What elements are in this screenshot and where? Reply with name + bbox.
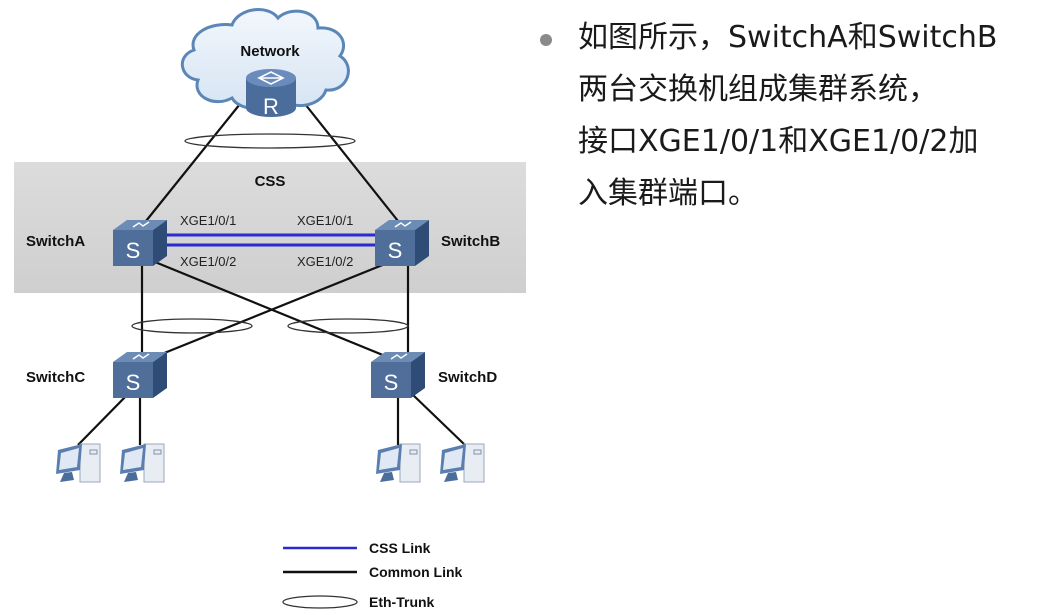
pc-stand [444, 472, 458, 482]
switch-front-face [113, 230, 153, 266]
port-b-top: XGE1/0/1 [297, 213, 353, 228]
pc-screen [443, 448, 463, 470]
router-icon: R [246, 69, 296, 119]
css-label: CSS [255, 173, 286, 190]
pc-stand [380, 472, 394, 482]
css-links [160, 233, 378, 247]
switch-d-label: SwitchD [438, 369, 497, 386]
switch-c-icon[interactable]: S [113, 352, 167, 398]
switch-top-face [113, 220, 167, 230]
pc-icon [376, 443, 421, 483]
eth-trunk-c [131, 318, 253, 334]
switch-top-face [371, 352, 425, 362]
link-router-b [304, 103, 403, 227]
pc-stand [60, 472, 74, 482]
cloud-label: Network [240, 43, 300, 60]
switch-side-face [415, 220, 429, 266]
pc-screen [59, 448, 79, 470]
switch-front-face [113, 362, 153, 398]
switch-d-icon[interactable]: S [371, 352, 425, 398]
cloud-icon [181, 8, 350, 110]
network-cloud: Network [181, 8, 350, 110]
port-a-bottom: XGE1/0/2 [180, 254, 236, 269]
pc-drive [409, 449, 418, 455]
link-c-pc1 [77, 393, 129, 446]
switch-arrow-icon [390, 353, 408, 360]
pc-icon [120, 443, 165, 483]
router-glyph: R [263, 94, 279, 119]
pc-screen [379, 448, 399, 470]
description-panel: 如图所示，SwitchA和SwitchB 两台交换机组成集群系统， 接口XGE1… [540, 12, 1061, 220]
switch-glyph: S [126, 370, 141, 395]
switch-a-icon[interactable]: S [113, 220, 167, 266]
pc-drive [89, 449, 98, 455]
switch-arrow-icon [132, 353, 150, 360]
pc-drive [153, 449, 162, 455]
legend-common-link-label: Common Link [369, 564, 463, 580]
switch-glyph: S [388, 238, 403, 263]
pc-icon [440, 443, 485, 483]
port-b-bottom: XGE1/0/2 [297, 254, 353, 269]
switch-front-face [371, 362, 411, 398]
switch-top-face [375, 220, 429, 230]
css-topology-diagram: CSS Network R S S S S SwitchA Swit [14, 8, 526, 610]
switch-b-label: SwitchB [441, 233, 500, 250]
switch-side-face [411, 352, 425, 398]
switch-c-label: SwitchC [26, 369, 85, 386]
pc-icon [56, 443, 101, 483]
switch-top-face [113, 352, 167, 362]
legend-eth-trunk-label: Eth-Trunk [369, 594, 435, 610]
legend: CSS Link Common Link Eth-Trunk [282, 540, 463, 610]
legend-css-link-label: CSS Link [369, 540, 431, 556]
switch-glyph: S [126, 238, 141, 263]
switch-glyph: S [384, 370, 399, 395]
legend-eth-trunk-swatch [282, 595, 358, 609]
link-router-a [141, 103, 241, 227]
port-a-top: XGE1/0/1 [180, 213, 236, 228]
link-d-pc4 [411, 393, 466, 446]
switch-front-face [375, 230, 415, 266]
switch-side-face [153, 352, 167, 398]
css-area [14, 162, 526, 293]
bullet-dot-icon [540, 34, 552, 46]
description-line-2: 两台交换机组成集群系统， [578, 72, 938, 107]
switch-arrow-icon [394, 221, 412, 228]
switch-b-icon[interactable]: S [375, 220, 429, 266]
eth-trunk-d [287, 318, 409, 334]
common-links [77, 103, 466, 446]
description-line-3: 接口XGE1/0/1和XGE1/0/2加 [578, 124, 979, 159]
description-line-1: 如图所示，SwitchA和SwitchB [578, 20, 998, 55]
pc-drive [473, 449, 482, 455]
link-b-c [151, 260, 391, 360]
pc-screen [123, 448, 143, 470]
pc-stand [124, 472, 138, 482]
bullet-item: 如图所示，SwitchA和SwitchB 两台交换机组成集群系统， 接口XGE1… [540, 12, 1061, 220]
eth-trunk-top [184, 133, 356, 149]
switch-a-label: SwitchA [26, 233, 85, 250]
switch-side-face [153, 220, 167, 266]
switch-arrow-icon [132, 221, 150, 228]
description-line-4: 入集群端口。 [578, 176, 758, 211]
